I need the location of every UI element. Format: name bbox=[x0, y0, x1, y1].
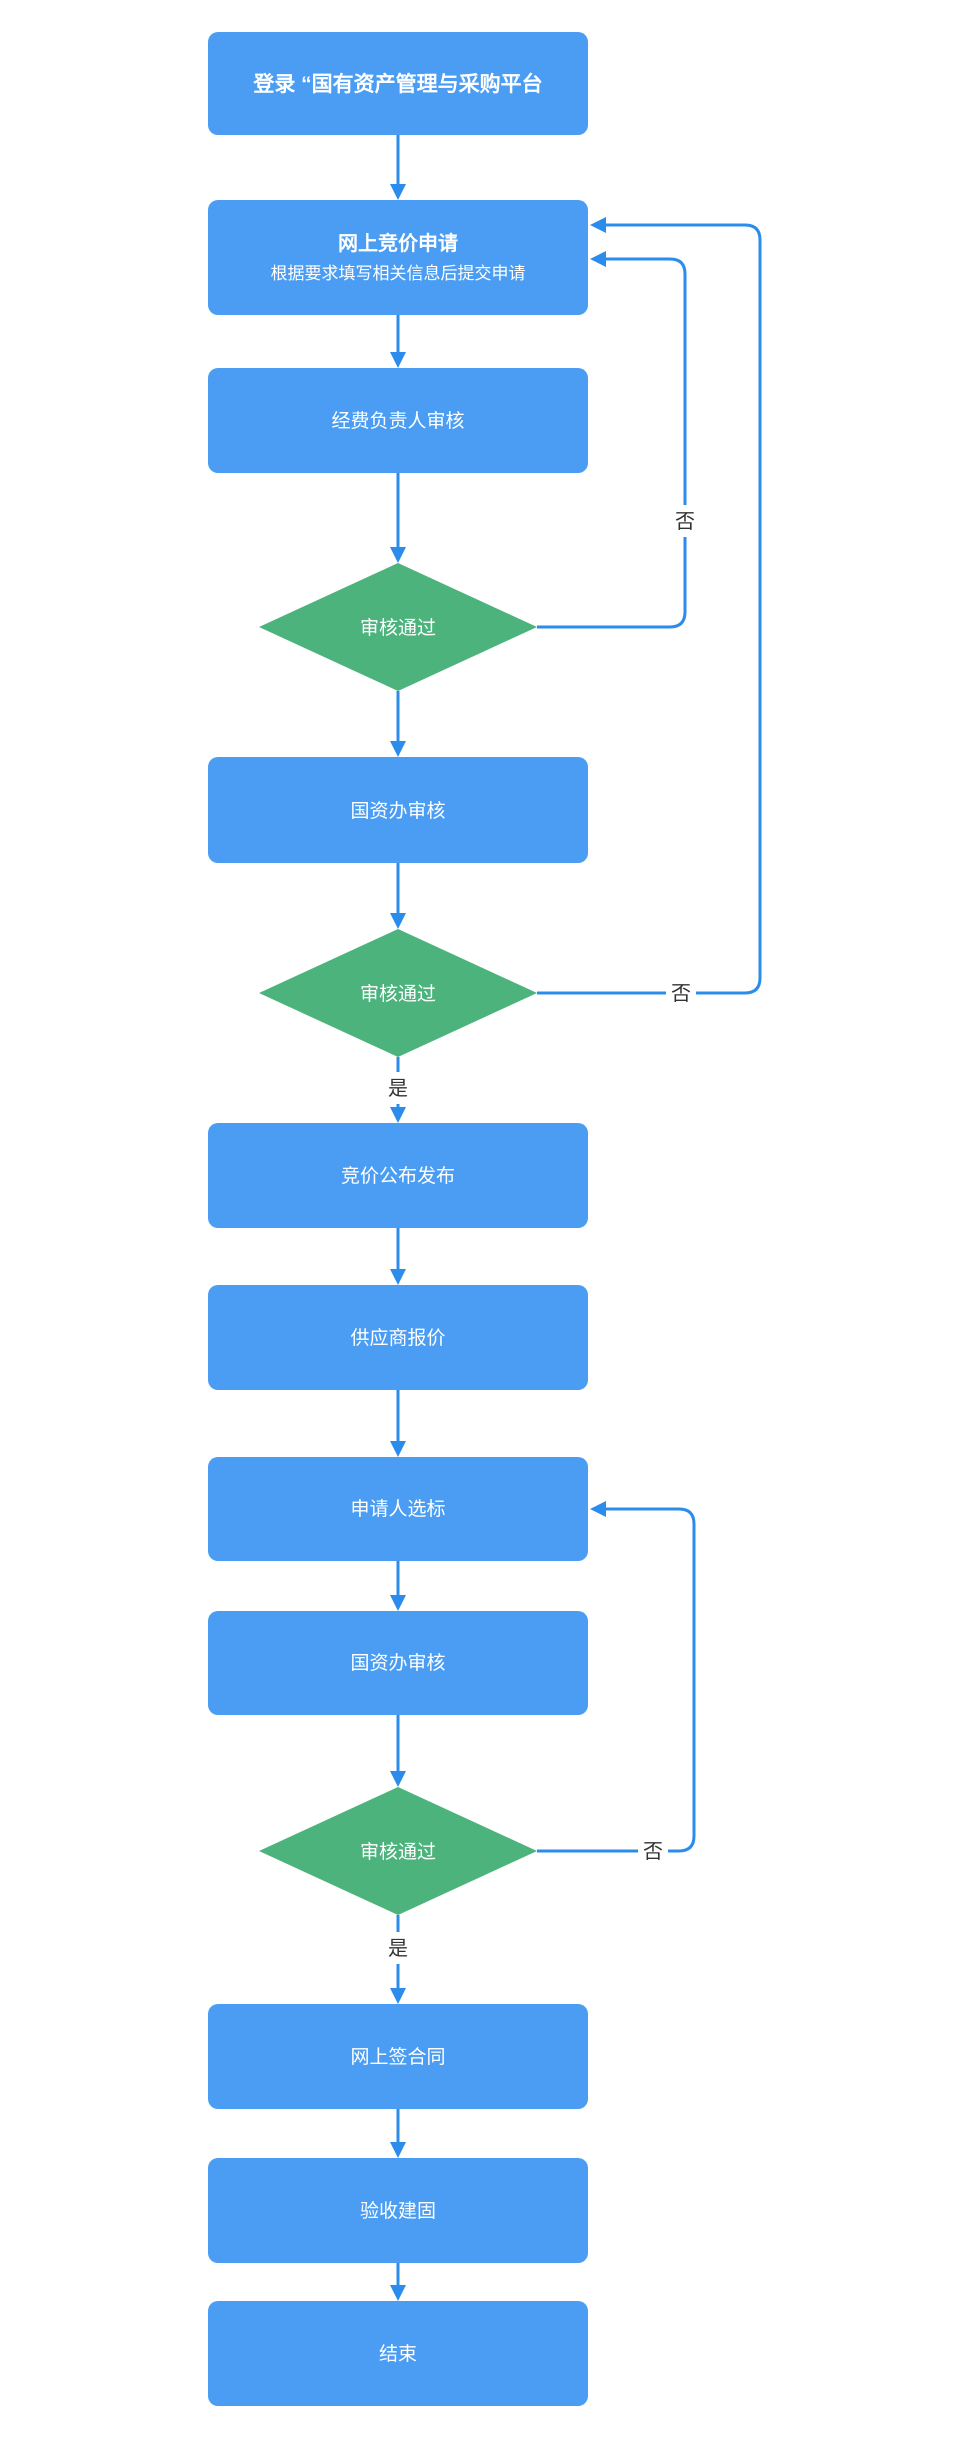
node-applicant-select-bid: 申请人选标 bbox=[208, 1457, 588, 1561]
node-label: 经费负责人审核 bbox=[331, 410, 464, 432]
arrow-left-icon bbox=[590, 251, 606, 267]
connector-apply-to-fundreview bbox=[390, 315, 406, 368]
connector-acceptance-to-end bbox=[390, 2263, 406, 2301]
edge-label-yes-decision3: 是 bbox=[383, 1932, 413, 1964]
process-box bbox=[208, 1611, 588, 1715]
edge-label-background bbox=[638, 1835, 668, 1867]
process-box bbox=[208, 368, 588, 473]
feedback-decision3-no-to-select: 否 bbox=[537, 1501, 696, 1867]
edge-label-no: 否 bbox=[643, 1841, 663, 1863]
edge-label-background bbox=[666, 977, 696, 1009]
node-label: 结束 bbox=[379, 2343, 417, 2365]
node-label: 登录 “国有资产管理与采购平台 bbox=[252, 72, 542, 96]
decision-diamond bbox=[259, 929, 537, 1057]
node-gzb-review-2: 国资办审核 bbox=[208, 1611, 588, 1715]
arrow-left-icon bbox=[590, 1501, 606, 1517]
edge-label-yes: 是 bbox=[388, 1078, 408, 1100]
arrow-down-icon bbox=[390, 1771, 406, 1787]
connector-select-to-gzb2 bbox=[390, 1561, 406, 1611]
node-online-bid-apply: 网上竞价申请 根据要求填写相关信息后提交申请 bbox=[208, 200, 588, 315]
node-label: 审核通过 bbox=[360, 983, 436, 1005]
arrow-down-icon bbox=[390, 1595, 406, 1611]
process-box bbox=[208, 1123, 588, 1228]
edge-label-no: 否 bbox=[675, 511, 695, 533]
edge-label-background bbox=[670, 505, 700, 537]
process-box bbox=[208, 2158, 588, 2263]
arrow-down-icon bbox=[390, 184, 406, 200]
decision-diamond bbox=[259, 1787, 537, 1915]
node-label: 审核通过 bbox=[360, 1841, 436, 1863]
arrow-down-icon bbox=[390, 1441, 406, 1457]
connector-decision1-to-gzb1 bbox=[390, 691, 406, 757]
connector-gzb2-to-decision3 bbox=[390, 1715, 406, 1787]
node-subtitle: 根据要求填写相关信息后提交申请 bbox=[271, 264, 526, 283]
connector-fundreview-to-decision1 bbox=[390, 473, 406, 563]
feedback-decision2-no-to-apply: 否 bbox=[537, 217, 762, 1009]
node-login: 登录 “国有资产管理与采购平台 bbox=[208, 32, 588, 135]
arrow-down-icon bbox=[390, 352, 406, 368]
arrow-down-icon bbox=[390, 1107, 406, 1123]
decision-diamond bbox=[259, 563, 537, 691]
arrow-down-icon bbox=[390, 741, 406, 757]
edge-label-yes: 是 bbox=[388, 1938, 408, 1960]
node-label: 验收建固 bbox=[360, 2200, 436, 2222]
node-decision-review-pass-1: 审核通过 bbox=[259, 563, 537, 691]
arrow-down-icon bbox=[390, 547, 406, 563]
node-title: 网上竞价申请 bbox=[338, 231, 458, 255]
node-label: 国资办审核 bbox=[350, 800, 445, 822]
node-acceptance: 验收建固 bbox=[208, 2158, 588, 2263]
connector-publish-to-quote bbox=[390, 1228, 406, 1285]
edge-label-no: 否 bbox=[671, 983, 691, 1005]
node-label: 网上签合同 bbox=[350, 2046, 445, 2068]
edge-label-yes-decision2: 是 bbox=[383, 1072, 413, 1104]
node-decision-review-pass-3: 审核通过 bbox=[259, 1787, 537, 1915]
node-online-sign-contract: 网上签合同 bbox=[208, 2004, 588, 2109]
node-fund-leader-review: 经费负责人审核 bbox=[208, 368, 588, 473]
node-label: 申请人选标 bbox=[350, 1498, 445, 1520]
process-box bbox=[208, 757, 588, 863]
arrow-down-icon bbox=[390, 2142, 406, 2158]
edge-label-background bbox=[383, 1932, 413, 1964]
connector-quote-to-select bbox=[390, 1390, 406, 1457]
connector-line bbox=[537, 223, 762, 995]
process-box bbox=[208, 2301, 588, 2406]
feedback-decision1-no-to-apply: 否 bbox=[537, 251, 700, 629]
connector-gzb1-to-decision2 bbox=[390, 863, 406, 929]
edge-label-background bbox=[383, 1072, 413, 1104]
connector-login-to-apply bbox=[390, 135, 406, 200]
node-supplier-quote: 供应商报价 bbox=[208, 1285, 588, 1390]
connector-contract-to-acceptance bbox=[390, 2109, 406, 2158]
node-bid-announce-publish: 竞价公布发布 bbox=[208, 1123, 588, 1228]
arrow-down-icon bbox=[390, 1988, 406, 2004]
arrow-left-icon bbox=[590, 217, 606, 233]
process-box bbox=[208, 2004, 588, 2109]
node-decision-review-pass-2: 审核通过 bbox=[259, 929, 537, 1057]
node-label: 竞价公布发布 bbox=[341, 1165, 455, 1187]
process-box bbox=[208, 1457, 588, 1561]
node-gzb-review-1: 国资办审核 bbox=[208, 757, 588, 863]
node-label: 供应商报价 bbox=[350, 1327, 445, 1349]
process-box bbox=[208, 1285, 588, 1390]
node-end: 结束 bbox=[208, 2301, 588, 2406]
node-label: 审核通过 bbox=[360, 617, 436, 639]
process-box bbox=[208, 200, 588, 315]
connector-line bbox=[537, 1507, 696, 1853]
process-box bbox=[208, 32, 588, 135]
arrow-down-icon bbox=[390, 2285, 406, 2301]
node-label: 国资办审核 bbox=[350, 1652, 445, 1674]
arrow-down-icon bbox=[390, 1269, 406, 1285]
arrow-down-icon bbox=[390, 913, 406, 929]
connector-line bbox=[537, 257, 687, 629]
